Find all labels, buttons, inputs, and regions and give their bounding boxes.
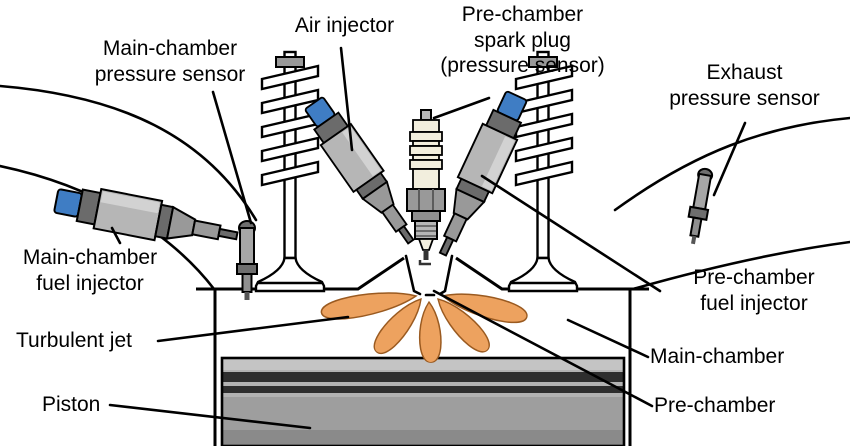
label-piston: Piston (42, 393, 101, 416)
leader-pre-chamber-fuel-injector (480, 174, 662, 293)
leader-exhaust-pressure-sensor (712, 121, 747, 197)
spark-plug-hex (406, 188, 446, 212)
piston-ring (222, 372, 624, 382)
exhaust-valve-spring (514, 56, 574, 187)
leader-turbulent-jet (156, 315, 350, 343)
leader-pre-chamber (432, 289, 654, 408)
jet-left-down (373, 297, 422, 354)
exhaust-pressure-sensor-device (687, 167, 714, 245)
jet-right-down (437, 298, 490, 353)
leader-spark-plug (432, 96, 491, 120)
pre-chamber-cup (404, 254, 454, 297)
label-air-injector: Air injector (294, 14, 395, 37)
intake-valve-spring (260, 56, 320, 187)
label-exhaust-pressure-sensor: Exhaust pressure sensor (669, 61, 820, 110)
piston-ring (222, 386, 624, 393)
piston-crown (222, 358, 624, 370)
label-pre-chamber: Pre-chamber (654, 394, 776, 417)
leader-lines (108, 46, 747, 430)
head-outline (0, 84, 850, 291)
spark-plug-electrode (423, 250, 429, 260)
turbulent-jets (320, 292, 528, 363)
label-main-chamber-fuel-injector: Main-chamber fuel injector (22, 246, 158, 295)
leader-main-chamber-pressure-sensor (211, 90, 253, 225)
leader-main-chamber-fuel-injector (110, 226, 122, 245)
main-chamber-pressure-sensor-device (236, 220, 258, 300)
leader-main-chamber (566, 318, 650, 359)
pre-chamber-fuel-injector-device (438, 90, 528, 257)
main-chamber-fuel-injector-device (53, 187, 239, 242)
piston (220, 356, 626, 446)
jet-down (418, 300, 442, 363)
cylinder-walls (213, 289, 632, 446)
spring-retainer (275, 56, 305, 68)
label-pre-chamber-spark-plug: Pre-chamber spark plug (pressure sensor) (440, 3, 605, 78)
leader-air-injector (339, 46, 354, 152)
spark-plug (406, 109, 446, 266)
air-injector-device (304, 96, 415, 245)
jet-left (320, 292, 418, 320)
label-main-chamber-pressure-sensor: Main-chamber pressure sensor (94, 37, 246, 86)
label-main-chamber: Main-chamber (650, 345, 785, 368)
label-pre-chamber-fuel-injector: Pre-chamber fuel injector (693, 266, 815, 315)
spring-retainer (528, 56, 558, 68)
label-turbulent-jet: Turbulent jet (16, 329, 132, 352)
leader-piston (108, 403, 312, 430)
chamber-roof (196, 256, 649, 291)
